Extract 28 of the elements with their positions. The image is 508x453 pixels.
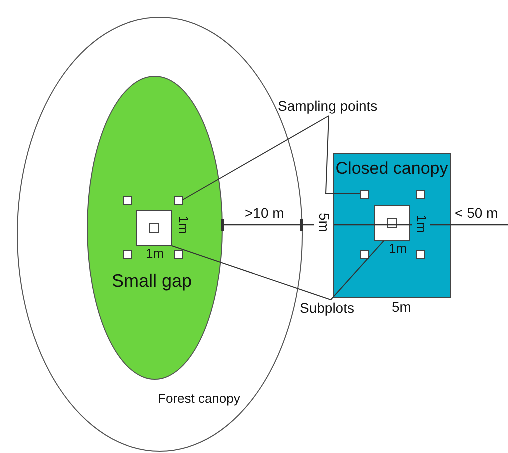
sampling-point	[416, 250, 425, 259]
dimension-label: < 50 m	[455, 206, 498, 222]
leader-line	[182, 116, 330, 200]
dimension-label: 1m	[146, 247, 164, 262]
leader-line	[172, 246, 332, 300]
callout-text: Sampling points	[278, 98, 380, 116]
dimension-label: 1m	[414, 215, 428, 234]
dimension-label: 1m	[389, 242, 408, 256]
sampling-point	[123, 196, 132, 205]
closed-canopy-plot	[333, 153, 451, 298]
leader-line	[325, 116, 360, 194]
subplot-square	[374, 205, 410, 241]
sampling-point	[360, 190, 369, 199]
dimension-label: 5m	[392, 300, 412, 316]
dimension-label: 1m	[176, 216, 190, 234]
subplot-square	[136, 210, 172, 246]
sampling-point	[360, 250, 369, 259]
sampling-point	[174, 250, 183, 259]
dimension-label: 5m	[316, 213, 332, 232]
leader-line	[330, 240, 384, 300]
area-label: Forest canopy	[158, 392, 240, 406]
sampling-point	[123, 250, 132, 259]
area-label: Closed canopy	[334, 160, 450, 179]
area-label: Small gap	[112, 272, 192, 292]
sampling-point	[416, 190, 425, 199]
callout-text: Subplots	[300, 300, 362, 318]
sampling-point	[174, 196, 183, 205]
dimension-label: >10 m	[245, 206, 284, 222]
